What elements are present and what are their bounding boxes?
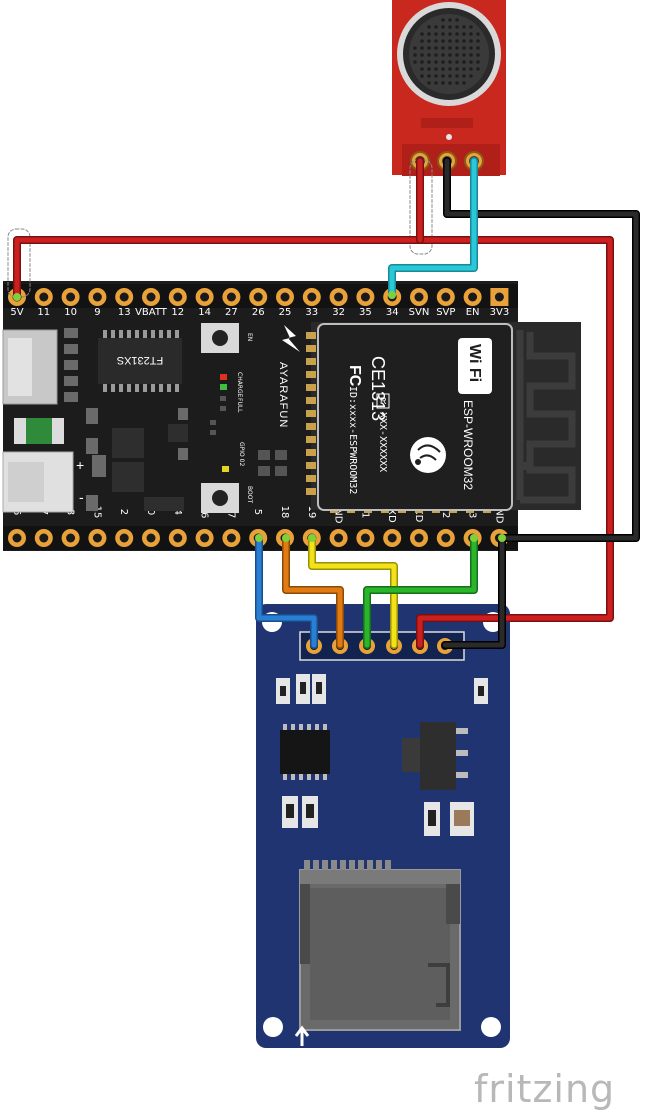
top-pin-label: 27 (225, 307, 238, 318)
battery-minus-label: - (79, 489, 84, 505)
top-pin-9[interactable] (88, 288, 107, 306)
top-pin-label: SVP (436, 307, 455, 318)
fritzing-watermark: fritzing (474, 1067, 615, 1111)
top-pin-12[interactable] (168, 288, 187, 306)
brand-label: AYARAFUN (277, 362, 289, 428)
top-pin-27[interactable] (222, 288, 241, 306)
top-pin-label: 26 (252, 307, 265, 318)
bottom-pin-label: 19 (306, 506, 317, 519)
module-id-label: ID:xxxx-ESPWROOM32 (347, 386, 358, 494)
bottom-pin-22[interactable] (436, 529, 455, 547)
bottom-pin-label: GND (493, 501, 504, 524)
battery-plus-label: + (76, 457, 84, 473)
bottom-pin-4[interactable] (168, 529, 187, 547)
bottom-pin-rxd[interactable] (383, 529, 402, 547)
bottom-pin-label: RXD (386, 501, 397, 523)
bottom-pin-21[interactable] (356, 529, 375, 547)
ce-label: CE1313 (368, 356, 388, 421)
top-pin-11[interactable] (34, 288, 53, 306)
wires (7, 157, 640, 649)
top-pin-label: 34 (386, 307, 399, 318)
wifi-logo (458, 338, 492, 394)
top-pin-label: 13 (118, 307, 131, 318)
top-pin-label: 11 (37, 307, 50, 318)
top-pin-25[interactable] (276, 288, 294, 306)
bottom-pin-txd[interactable] (410, 529, 428, 547)
bottom-pin-label: 22 (440, 506, 451, 519)
bottom-pin-label: GND (333, 501, 344, 524)
sd-mount-hole (263, 1017, 283, 1037)
full-led-label: FULL (236, 398, 243, 413)
top-pin-en[interactable] (463, 288, 482, 306)
top-pin-35[interactable] (356, 288, 375, 306)
top-pin-label: 9 (94, 307, 100, 318)
top-pin-label: 12 (171, 307, 184, 318)
gpio-led (222, 466, 229, 472)
top-pin-3v3[interactable] (490, 288, 509, 306)
top-pin-33[interactable] (302, 288, 321, 306)
full-led (220, 384, 227, 390)
bottom-pin-label: 0 (145, 509, 156, 515)
insert-arrow-icon (294, 1025, 310, 1046)
top-pin-13[interactable] (115, 288, 134, 306)
fcc-label: FC (346, 365, 363, 387)
bottom-pin-gnd[interactable] (329, 529, 348, 547)
usb-chip-label: FT231XS (117, 354, 163, 366)
top-pin-label: 10 (64, 307, 77, 318)
antenna-trace (516, 330, 576, 504)
usb-serial-chip (98, 338, 182, 384)
top-pin-vbatt[interactable] (142, 288, 160, 306)
gpio-led-label: GPIO 02 (238, 442, 245, 466)
bottom-pin-label: 18 (279, 506, 290, 519)
esp-wroom32-module: FC ID:xxxx-ESPWROOM32 R XXX-XXXXXX CE131… (306, 322, 581, 513)
top-pin-32[interactable] (329, 288, 348, 306)
top-pin-label: 3V3 (490, 307, 510, 318)
top-pin-label: 32 (332, 307, 345, 318)
wire-mic-signal-cyan (388, 157, 478, 299)
en-button-label: EN (246, 333, 253, 341)
voltage-regulator (420, 722, 456, 790)
charge-led (220, 374, 227, 380)
module-model-label: ESP-WROOM32 (461, 400, 475, 490)
top-pin-14[interactable] (195, 288, 214, 306)
top-pin-label: SVN (409, 307, 430, 318)
top-pin-label: VBATT (135, 307, 168, 318)
top-pin-26[interactable] (249, 288, 268, 306)
top-pin-label: 33 (305, 307, 318, 318)
charge-led-label: CHARGE (236, 372, 243, 398)
module-r-mark: R (380, 396, 387, 406)
top-pin-svn[interactable] (410, 288, 428, 306)
top-pin-label: EN (466, 307, 480, 318)
bottom-pin-0[interactable] (142, 529, 160, 547)
boot-button-label: BOOT (246, 486, 253, 503)
bottom-pin-7[interactable] (34, 529, 53, 547)
module-r-label: XXX-XXXXXX (377, 412, 388, 472)
bottom-pin-16[interactable] (195, 529, 214, 547)
top-pin-label: 14 (198, 307, 211, 318)
top-pin-label: 25 (279, 307, 292, 318)
bottom-pin-label: 2 (118, 509, 129, 515)
wifi-logo-text: Wi Fi (466, 344, 483, 382)
top-pin-10[interactable] (61, 288, 80, 306)
bottom-pin-label: 15 (91, 506, 102, 519)
bottom-pin-17[interactable] (222, 529, 241, 547)
top-pin-label: 5V (10, 307, 23, 318)
bottom-pin-label: 4 (172, 509, 183, 515)
top-pin-label: 35 (359, 307, 372, 318)
bottom-pin-15[interactable] (88, 529, 107, 547)
top-pin-svp[interactable] (436, 288, 455, 306)
level-shifter-ic (280, 730, 330, 774)
microphone-module (392, 0, 506, 176)
bottom-pin-8[interactable] (61, 529, 80, 547)
sd-card-module (256, 604, 510, 1048)
bottom-pin-2[interactable] (115, 529, 134, 547)
bottom-pin-label: 5 (252, 509, 263, 515)
bottom-pin-6[interactable] (8, 529, 26, 547)
